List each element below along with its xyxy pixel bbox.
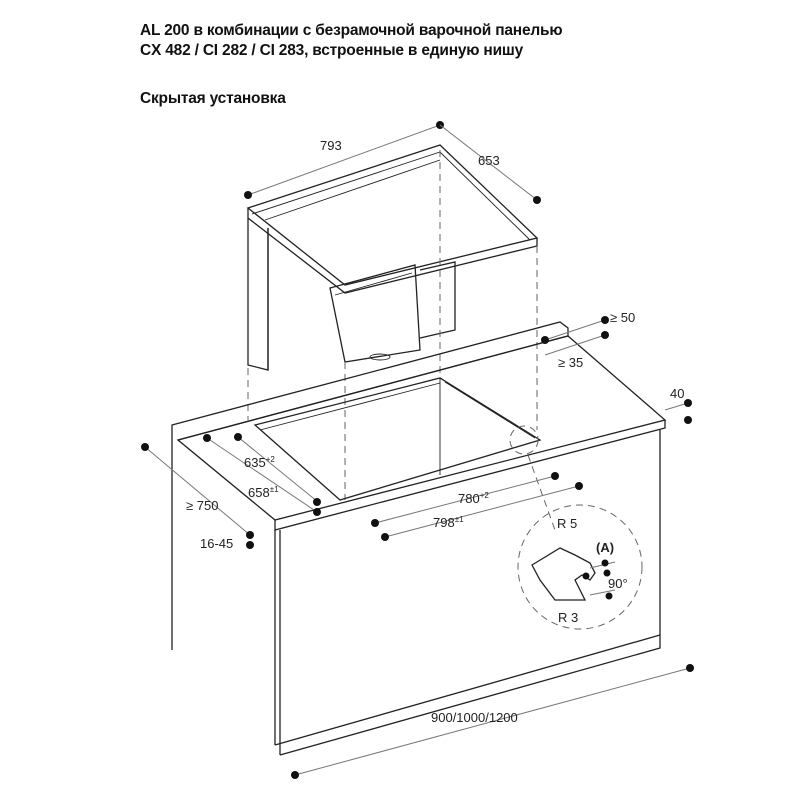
cabinet xyxy=(171,430,661,756)
title-line-2: CX 482 / CI 282 / CI 283, встроенные в е… xyxy=(140,42,524,59)
counter-thickness-label: 16-45 xyxy=(200,536,233,551)
cutout-width-b-label: 798±1 xyxy=(433,515,464,530)
cabinet-width-label: 900/1000/1200 xyxy=(431,710,518,725)
marker-a-label: (A) xyxy=(596,540,614,555)
counter-edge-label: 40 xyxy=(670,386,684,401)
title-line-1: AL 200 в комбинации с безрамочной варочн… xyxy=(140,22,563,39)
cutout-depth-b-label: 658±1 xyxy=(248,485,279,500)
hood-width-label: 793 xyxy=(320,138,342,153)
projection-lines xyxy=(247,150,556,531)
radius-bottom-label: R 3 xyxy=(558,610,578,625)
hood-depth-label: 653 xyxy=(478,153,500,168)
angle-label: 90° xyxy=(608,576,628,591)
cutout-width-a-label: 780+2 xyxy=(458,491,489,506)
edge-detail xyxy=(509,425,643,630)
countertop xyxy=(171,321,667,531)
dimension-lines xyxy=(141,121,694,779)
counter-depth-label: ≥ 750 xyxy=(186,498,218,513)
rear-gap-label: ≥ 50 xyxy=(610,310,635,325)
cutout-depth-a-label: 635+2 xyxy=(244,455,275,470)
rear-offset-label: ≥ 35 xyxy=(558,355,583,370)
radius-top-label: R 5 xyxy=(557,516,577,531)
subtitle: Скрытая установка xyxy=(140,90,286,107)
hob-unit xyxy=(246,144,539,371)
